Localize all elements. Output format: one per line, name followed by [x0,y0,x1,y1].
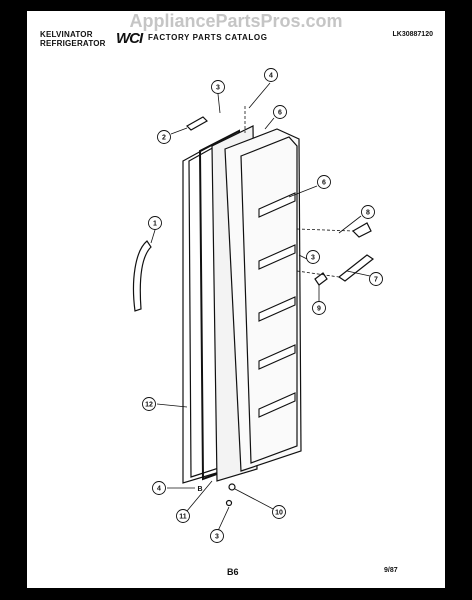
catalog-date: 9/87 [384,567,398,574]
callout-9-circle [312,301,326,315]
callout-2-circle [157,130,171,144]
callout-3c: 3 [215,534,219,541]
callout-7: 7 [374,277,378,284]
callout-7-circle [369,272,383,286]
shelf-bracket [352,222,372,238]
catalog-title: FACTORY PARTS CATALOG [148,33,268,42]
callout-10-circle [272,505,286,519]
top-hinge [186,116,208,131]
callout-8-circle [361,205,375,219]
callout-1-circle [148,216,162,230]
brand-line-2: REFRIGERATOR [40,39,106,48]
hinge-pin [228,483,236,491]
brand-line-1: KELVINATOR [40,30,93,39]
watermark: AppliancePartsPros.com [129,11,343,31]
callout-3c-circle [210,529,224,543]
door-handle [132,240,152,312]
callout-6a-circle [273,105,287,119]
door-shelves [258,192,296,418]
shelf-clip [314,272,328,286]
callout-12-circle [142,397,156,411]
callout-10: 10 [275,510,283,517]
callout-12: 12 [145,402,153,409]
shelf-bar [337,254,375,282]
callout-4a: 4 [269,73,273,80]
callout-6b-circle [317,175,331,189]
bottom-screw [225,499,233,507]
page-code: B6 [227,567,239,577]
wci-logo: WCI [116,30,143,47]
callout-3a: 3 [216,85,220,92]
callout-3a-circle [211,80,225,94]
callout-4b-circle [152,481,166,495]
callout-2: 2 [162,135,166,142]
model-number: LK30887120 [392,31,433,38]
callout-11-circle [176,509,190,523]
callout-3b: 3 [311,255,315,262]
exploded-door-diagram: 3 2 4 6 6 8 3 7 9 1 12 4 11 10 3 B [132,68,383,543]
callout-6b: 6 [322,180,326,187]
callout-1: 1 [153,221,157,228]
callout-3b-circle [306,250,320,264]
callout-4a-circle [264,68,278,82]
brand-header: KELVINATOR REFRIGERATOR [40,30,106,48]
callout-8: 8 [366,210,370,217]
leader-lines [150,82,371,534]
inner-liner [224,128,302,472]
callout-6a: 6 [278,110,282,117]
callout-4b: 4 [157,486,161,493]
callout-9: 9 [317,306,321,313]
callout-11: 11 [179,514,187,521]
marker-b: B [197,486,202,493]
parts-sheet: AppliancePartsPros.com KELVINATOR REFRIG… [27,11,445,588]
